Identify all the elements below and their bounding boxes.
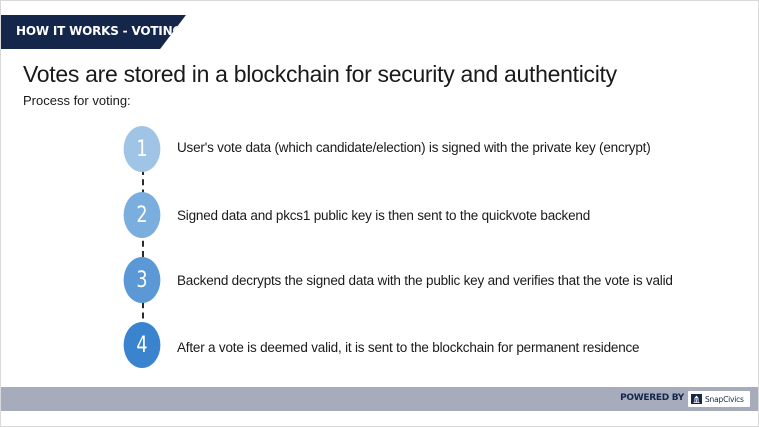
- footer-bar: POWERED BY SnapCivics: [1, 387, 758, 411]
- step-2-text: Signed data and pkcs1 public key is then…: [177, 208, 591, 223]
- slide-subtitle: Process for voting:: [23, 93, 131, 108]
- step-2-number: 2: [136, 202, 148, 228]
- section-banner-label: HOW IT WORKS - VOTING: [16, 24, 183, 38]
- step-4-circle: 4: [123, 322, 161, 368]
- slide-title: Votes are stored in a blockchain for sec…: [23, 61, 617, 87]
- brand-name: SnapCivics: [705, 394, 744, 404]
- step-4-number: 4: [136, 332, 148, 358]
- step-3-circle: 3: [123, 257, 161, 303]
- section-banner: HOW IT WORKS - VOTING: [1, 15, 186, 49]
- step-1-number: 1: [136, 136, 148, 162]
- step-connector-line: [142, 169, 144, 339]
- capitol-icon: [691, 394, 702, 404]
- step-3-number: 3: [136, 267, 148, 293]
- step-2-circle: 2: [123, 192, 161, 238]
- snapcivics-logo: SnapCivics: [688, 391, 750, 407]
- powered-by-label: POWERED BY: [620, 393, 684, 403]
- step-1-circle: 1: [123, 126, 161, 172]
- step-4-text: After a vote is deemed valid, it is sent…: [177, 340, 640, 355]
- step-3-text: Backend decrypts the signed data with th…: [177, 273, 673, 288]
- step-1-text: User's vote data (which candidate/electi…: [177, 140, 651, 155]
